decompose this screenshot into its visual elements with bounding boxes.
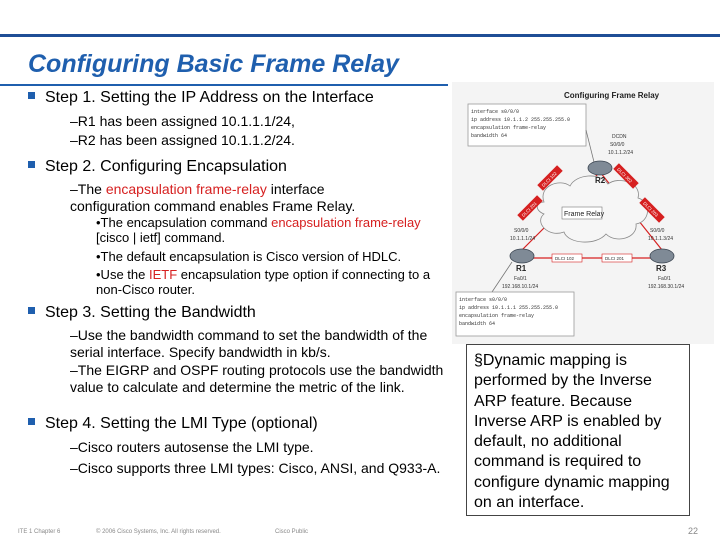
- step2-heading: Step 2. Configuring Encapsulation: [28, 158, 287, 176]
- config-bottom-pointer: [491, 261, 513, 293]
- bullet-square-icon: [28, 92, 35, 100]
- step4-item-1: –Cisco routers autosense the LMI type.: [70, 439, 314, 455]
- slide-title: Configuring Basic Frame Relay: [28, 50, 399, 78]
- config-box-top: [467, 103, 587, 147]
- footer-label: Cisco Public: [275, 529, 309, 535]
- slide-top-band: [0, 0, 720, 34]
- dynamic-mapping-callout: §Dynamic mapping is performed by the Inv…: [466, 344, 690, 516]
- router-r1: R1: [509, 248, 535, 273]
- step1-item-2: –R2 has been assigned 10.1.1.2/24.: [70, 132, 295, 148]
- step2-subitem: –The encapsulation frame-relay interface…: [70, 181, 356, 214]
- r2-interface-label: DCDN S0/0/0 10.1.1.2/24: [608, 134, 633, 156]
- frame-relay-diagram: Configuring Frame Relay interface s0/0/0…: [452, 82, 714, 344]
- svg-text:R1: R1: [516, 264, 527, 273]
- config-top-pointer: [585, 129, 596, 167]
- footer-copyright: © 2006 Cisco Systems, Inc. All rights re…: [96, 529, 221, 535]
- step1-heading: Step 1. Setting the IP Address on the In…: [28, 89, 374, 107]
- svg-text:R3: R3: [656, 264, 667, 273]
- r3-fa-label: Fa0/1 192.168.30.1/24: [648, 276, 684, 290]
- bullet-square-icon: [28, 418, 35, 426]
- step3-heading: Step 3. Setting the Bandwidth: [28, 304, 256, 322]
- step3-item-1: –Use the bandwidth command to set the ba…: [70, 327, 428, 360]
- top-blue-rule: [0, 34, 720, 37]
- step2-bullet-2: •The default encapsulation is Cisco vers…: [96, 249, 402, 264]
- diagram-title: Configuring Frame Relay: [564, 91, 660, 100]
- step2-bullet-1: •The encapsulation command encapsulation…: [96, 215, 421, 245]
- r1-interface-label: S0/0/0 10.1.1.1/24: [510, 228, 535, 242]
- router-r2: R2: [587, 160, 613, 185]
- cloud-label-box: [561, 206, 603, 220]
- page-number: 22: [687, 526, 698, 536]
- bullet-square-icon: [28, 161, 35, 169]
- bullet-square-icon: [28, 307, 35, 315]
- footer-chapter: ITE 1 Chapter 6: [18, 529, 61, 535]
- step1-item-1: –R1 has been assigned 10.1.1.1/24,: [70, 113, 295, 129]
- router-r3: R3: [649, 248, 675, 273]
- cloud-label: Frame Relay: [564, 211, 605, 218]
- config-text-bottom: interface s0/0/0 ip address 10.1.1.1 255…: [459, 297, 561, 327]
- config-text-top: interface s0/0/0 ip address 10.1.1.2 255…: [471, 109, 573, 139]
- svg-text:R2: R2: [595, 176, 606, 185]
- svg-text:DLCI 102: DLCI 102: [555, 256, 575, 261]
- title-underline: [0, 84, 448, 86]
- step2-bullet-3: •Use the IETF encapsulation type option …: [96, 267, 431, 297]
- config-box-bottom: [455, 291, 575, 337]
- svg-text:DLCI 201: DLCI 201: [605, 256, 625, 261]
- step4-heading: Step 4. Setting the LMI Type (optional): [28, 415, 318, 433]
- dlci-bottom-tags: DLCI 102 DLCI 201: [551, 253, 633, 263]
- r1-fa-label: Fa0/1 192.168.10.1/24: [502, 276, 538, 290]
- r3-interface-label: S0/0/0 10.1.1.3/24: [648, 228, 673, 242]
- step4-item-2: –Cisco supports three LMI types: Cisco, …: [70, 460, 441, 476]
- step3-item-2: –The EIGRP and OSPF routing protocols us…: [70, 362, 444, 395]
